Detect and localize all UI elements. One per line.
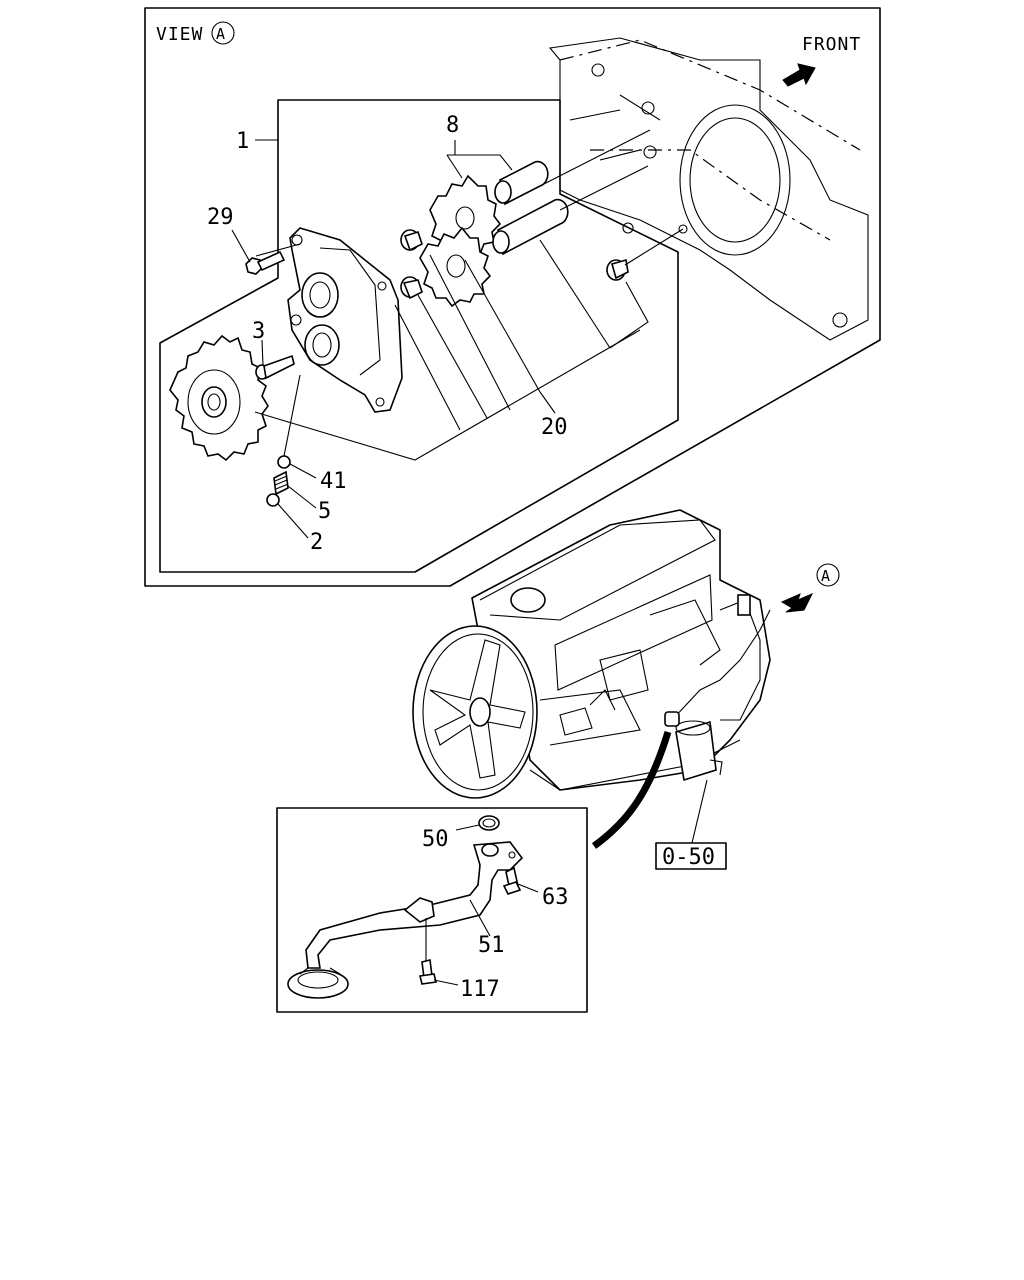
engine-block-outline — [548, 37, 869, 341]
callout-29: 29 — [207, 205, 234, 230]
drive-gear — [169, 334, 269, 462]
callout-2: 2 — [310, 530, 323, 555]
reference-box-label: 0-50 — [662, 845, 715, 870]
front-indicator: FRONT — [782, 34, 861, 87]
view-direction-arrow-icon — [780, 593, 814, 613]
oil-strainer — [287, 841, 524, 999]
front-arrow-icon — [782, 63, 816, 87]
view-a-header: VIEW A — [156, 21, 235, 45]
callout-8: 8 — [446, 113, 459, 138]
callout-3: 3 — [252, 319, 265, 344]
strainer-connector — [591, 730, 672, 849]
front-label: FRONT — [802, 34, 861, 55]
engine-view-indicator: A — [780, 563, 840, 613]
callout-41: 41 — [320, 469, 347, 494]
engine-view-letter: A — [821, 567, 831, 585]
pump-gears — [419, 174, 502, 308]
oil-filter — [664, 711, 723, 844]
engine-assembly — [471, 509, 771, 791]
view-circle-icon — [211, 21, 235, 45]
o-ring-50 — [455, 815, 500, 831]
view-label: VIEW — [156, 24, 203, 45]
callout-20: 20 — [541, 415, 568, 440]
bolt-29 — [231, 229, 286, 275]
dowel-pins — [400, 160, 629, 300]
fan-pulley — [412, 625, 538, 799]
oil-strainer-box — [276, 807, 588, 1013]
oil-pump-body — [287, 227, 403, 413]
bolt-63 — [502, 866, 539, 895]
relief-valve-parts — [266, 374, 317, 539]
callout-5: 5 — [318, 499, 331, 524]
callout-117: 117 — [460, 977, 500, 1002]
bolt-117 — [419, 918, 459, 986]
callout-1: 1 — [236, 129, 249, 154]
leader-lines — [254, 129, 684, 461]
bolt-3 — [255, 339, 295, 380]
engine-view-circle-icon — [816, 563, 840, 587]
sub-assembly-bracket — [159, 99, 679, 573]
callout-labels: 1 8 29 3 20 41 5 2 50 63 51 117 — [207, 113, 569, 1002]
view-letter: A — [216, 25, 226, 43]
callout-50: 50 — [422, 827, 449, 852]
callout-63: 63 — [542, 885, 569, 910]
callout-51: 51 — [478, 933, 505, 958]
reference-box: 0-50 — [655, 842, 727, 870]
view-a-frame — [144, 7, 881, 587]
